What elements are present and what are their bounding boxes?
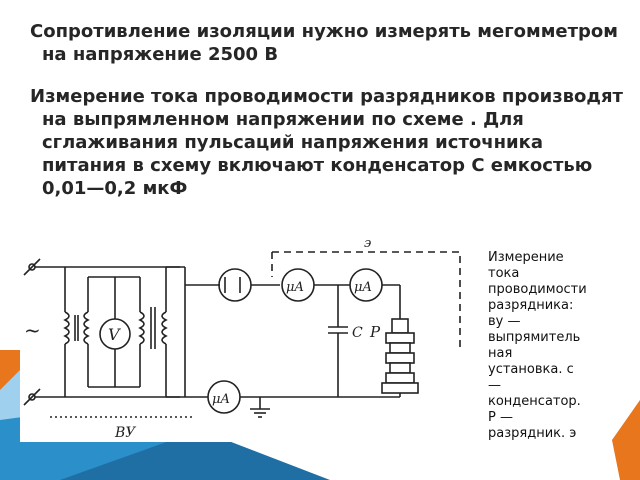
circuit-diagram: ~ V	[20, 236, 475, 442]
rectifier-tube	[218, 268, 252, 302]
caption-line: —	[488, 378, 501, 393]
right-orange-shape	[612, 400, 640, 480]
arrester	[381, 318, 419, 394]
caption-line: выпрямитель	[488, 330, 581, 345]
ground-icon	[250, 397, 270, 418]
caption-line: Измерение	[488, 250, 564, 265]
circuit-svg: ~ V	[23, 236, 461, 441]
screen-label: э	[364, 237, 371, 251]
diagram-caption: Измерение тока проводимости разрядника: …	[488, 250, 618, 480]
arrester-label: P	[369, 323, 381, 341]
capacitor-label: C	[352, 325, 363, 341]
microammeter-top-label: μA	[286, 280, 304, 295]
paragraph-insulation: Сопротивление изоляции нужно измерять ме…	[30, 21, 619, 65]
caption-line: разрядника:	[488, 298, 574, 313]
microammeter-screen-label: μA	[354, 280, 372, 295]
caption-line: ная	[488, 346, 513, 361]
caption-line: Р —	[488, 410, 513, 425]
deep-blue-shape	[60, 430, 330, 480]
voltmeter-label: V	[108, 325, 121, 344]
paragraph-conductivity: Измерение тока проводимости разрядников …	[30, 86, 623, 199]
voltmeter	[99, 318, 131, 350]
microammeter-bottom-label: μA	[212, 392, 230, 407]
caption-line: ву —	[488, 314, 521, 329]
caption-line: тока	[488, 266, 520, 281]
caption-line: разрядник. э	[488, 426, 577, 441]
rectifier-unit-label: ВУ	[114, 425, 136, 441]
ac-source-label: ~	[24, 318, 41, 342]
caption-line: проводимости	[488, 282, 587, 297]
screen-dashed	[272, 251, 461, 347]
caption-line: установка. с	[488, 362, 574, 377]
caption-line: конденсатор.	[488, 394, 581, 409]
